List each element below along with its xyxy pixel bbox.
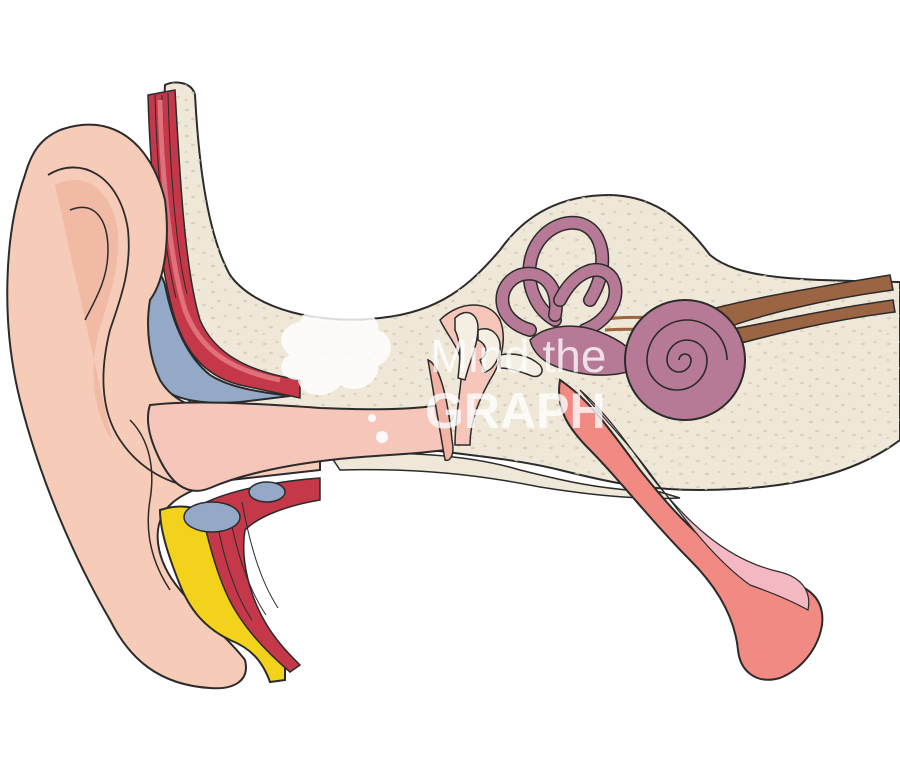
lower-tissue-layers bbox=[158, 477, 321, 684]
watermark: Mind the GRAPH bbox=[281, 306, 606, 443]
middle-ear bbox=[427, 304, 543, 462]
lower-cartilage-right bbox=[248, 481, 286, 503]
ossicle-incus bbox=[477, 328, 501, 373]
watermark-line2: GRAPH bbox=[425, 383, 606, 439]
auditory-nerve bbox=[599, 274, 896, 351]
semicircular-canals bbox=[495, 215, 623, 337]
ear-canal bbox=[147, 401, 447, 492]
ossicle-malleus bbox=[454, 311, 479, 381]
cochlea bbox=[624, 299, 746, 421]
lower-cartilage-left bbox=[183, 501, 241, 533]
eardrum bbox=[427, 358, 454, 462]
watermark-line1: Mind the bbox=[430, 330, 606, 382]
brain-cloud-icon bbox=[281, 306, 391, 443]
eustachian-tube bbox=[558, 378, 824, 681]
ossicle-stapes bbox=[499, 353, 543, 378]
